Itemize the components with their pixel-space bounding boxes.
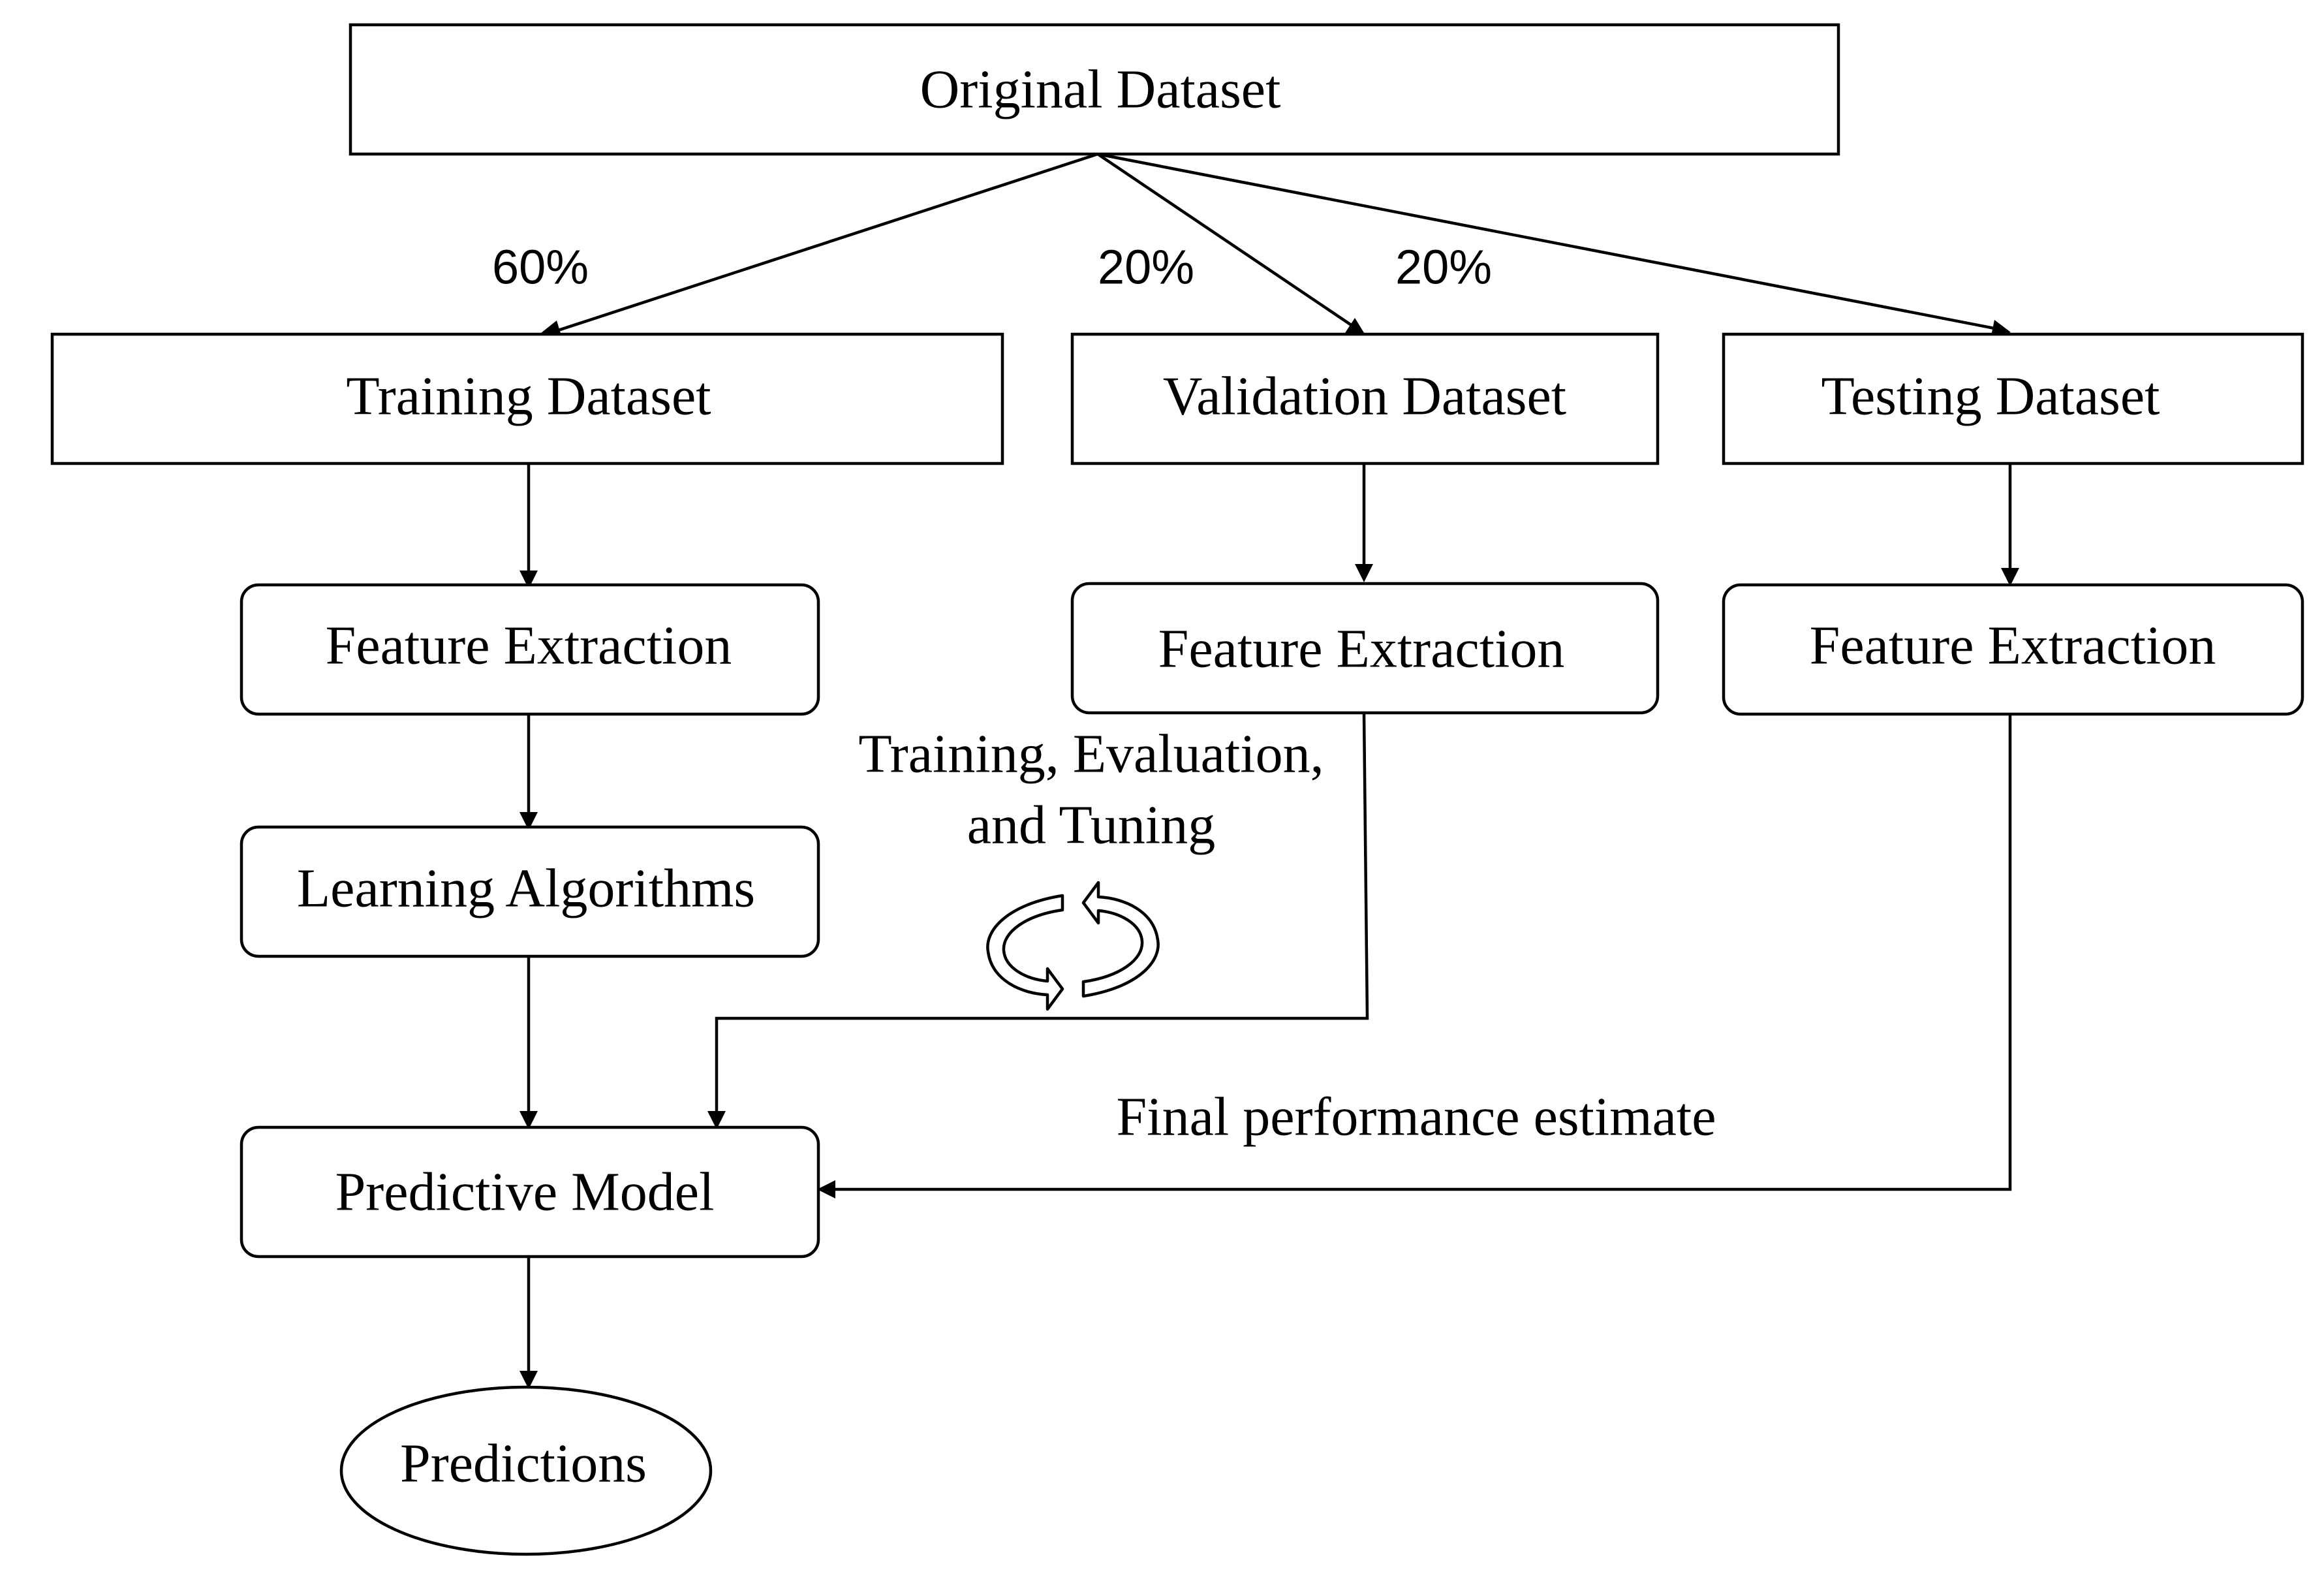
arrowhead-final: [817, 1180, 835, 1198]
edge-validation-feedback-to-model: [715, 712, 1369, 1115]
feature-extraction-test-label: Feature Extraction: [1810, 615, 2216, 676]
testing-dataset-node: Testing Dataset: [1722, 332, 2304, 465]
learning-algorithms-node: Learning Algorithms: [240, 825, 820, 958]
training-dataset-node: Training Dataset: [50, 332, 1004, 465]
edge-original-to-testing: [1097, 152, 1995, 330]
split-training-percent: 60%: [492, 240, 589, 294]
arrowhead-feature-test: [2001, 568, 2019, 586]
edge-original-to-training: [551, 152, 1098, 334]
refresh-cycle-icon: [986, 881, 1160, 1011]
feature-extraction-train-node: Feature Extraction: [240, 583, 820, 716]
validation-dataset-label: Validation Dataset: [1163, 366, 1566, 426]
arrowhead-model-feedback: [707, 1111, 726, 1129]
predictive-model-label: Predictive Model: [335, 1161, 715, 1222]
predictions-node: Predictions: [339, 1385, 713, 1556]
arrowhead-feature-val: [1355, 564, 1373, 582]
arrowhead-feature-train: [519, 571, 538, 589]
testing-dataset-label: Testing Dataset: [1821, 366, 2160, 426]
original-dataset-label: Original Dataset: [920, 59, 1281, 119]
feature-extraction-val-node: Feature Extraction: [1070, 582, 1660, 715]
original-dataset-node: Original Dataset: [349, 23, 1840, 156]
learning-algorithms-label: Learning Algorithms: [297, 858, 755, 918]
feature-extraction-train-label: Feature Extraction: [326, 615, 732, 676]
edge-original-to-validation: [1096, 153, 1354, 327]
feature-extraction-test-node: Feature Extraction: [1722, 583, 2304, 716]
arrowhead-predictions: [519, 1371, 538, 1389]
arrowhead-model: [519, 1111, 538, 1129]
arrowhead-learning: [519, 812, 538, 830]
training-dataset-label: Training Dataset: [346, 366, 711, 426]
predictive-model-node: Predictive Model: [240, 1125, 820, 1259]
predictions-label: Predictions: [400, 1433, 647, 1494]
tuning-label-line2: and Tuning: [967, 794, 1215, 855]
feature-extraction-val-label: Feature Extraction: [1158, 618, 1565, 679]
edges: [519, 152, 2019, 1389]
edge-test-final-estimate: [832, 714, 2012, 1191]
split-validation-percent: 20%: [1098, 240, 1194, 294]
tuning-label-line1: Training, Evaluation,: [858, 723, 1324, 784]
arrowhead-validation: [1345, 318, 1365, 335]
final-estimate-label: Final performance estimate: [1117, 1086, 1716, 1147]
split-testing-percent: 20%: [1395, 240, 1492, 294]
validation-dataset-node: Validation Dataset: [1070, 332, 1660, 465]
